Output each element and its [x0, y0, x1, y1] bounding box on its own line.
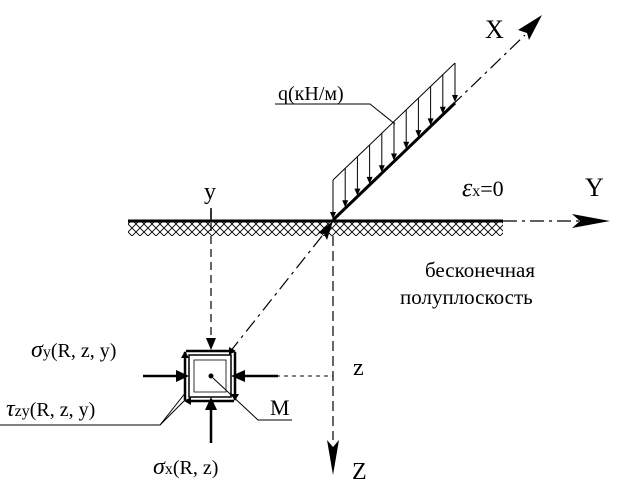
point-m-label: M [270, 395, 290, 420]
point-m [208, 373, 214, 379]
tau-label-leader-2 [159, 399, 186, 426]
y-axis-arrow [572, 214, 610, 228]
shear-arrow-left [181, 351, 189, 358]
line-load [331, 101, 457, 222]
shear-arrow-top [229, 347, 236, 355]
x-axis-arrow [518, 15, 542, 40]
shear-arrow-right [231, 394, 239, 401]
load-arrow-head [415, 130, 422, 138]
sigma-y-right-arrowhead [231, 370, 245, 382]
strain-label: εx=0 [462, 173, 504, 202]
sigma-x-label: σx(R, z) [153, 454, 218, 480]
tau-zy-symbol: τ [6, 396, 16, 422]
radius-arrow [318, 221, 333, 240]
load-arrow-head [354, 188, 361, 196]
sigma-x-bottom-arrowhead [205, 397, 217, 410]
z-marker-label: z [353, 355, 364, 381]
load-arrow-head [403, 141, 410, 149]
y-axis-label: Y [585, 173, 604, 202]
sigma-x-symbol: σ [153, 454, 166, 480]
strain-rest: =0 [480, 176, 503, 201]
shear-arrow-bottom [184, 397, 191, 405]
y-projection-arrow [206, 338, 216, 350]
strain-subscript: x [472, 183, 480, 200]
sigma-y-symbol: σ [31, 337, 44, 363]
x-axis-label: X [485, 15, 504, 44]
z-axis-label: Z [352, 459, 367, 485]
load-arrow-head [330, 212, 336, 219]
x-axis-line [334, 34, 526, 219]
load-arrow-head [452, 95, 458, 102]
strain-symbol: ε [462, 173, 473, 202]
halfspace-line1: бесконечная [425, 258, 535, 282]
sigma-y-args: (R, z, y) [51, 340, 117, 362]
sigma-y-sub: y [43, 344, 51, 361]
halfspace-line2: полуплоскость [400, 285, 533, 309]
sigma-x-args: (R, z) [173, 457, 219, 479]
load-arrow-head [366, 176, 373, 184]
sigma-y-left-arrowhead [176, 370, 189, 382]
ground-hatching [128, 221, 503, 236]
z-axis-arrow [327, 440, 339, 475]
m-label-leader [212, 377, 292, 421]
load-arrow-head [342, 200, 349, 208]
tau-zy-sub: zy [15, 403, 30, 420]
load-label: q(кН/м) [278, 83, 344, 105]
load-arrow-head [439, 106, 446, 114]
load-arrow-head [391, 153, 397, 161]
tau-zy-args: (R, z, y) [30, 399, 96, 421]
load-arrow-head [378, 165, 385, 173]
stress-element-inner [193, 359, 227, 393]
load-label-leader [275, 103, 396, 125]
y-marker-label: y [204, 179, 216, 205]
sigma-x-sub: x [165, 461, 173, 478]
load-arrows [330, 63, 458, 219]
sigma-y-label: σy(R, z, y) [31, 337, 116, 363]
load-arrow-head [427, 118, 434, 126]
tau-zy-label: τzy(R, z, y) [6, 396, 95, 422]
